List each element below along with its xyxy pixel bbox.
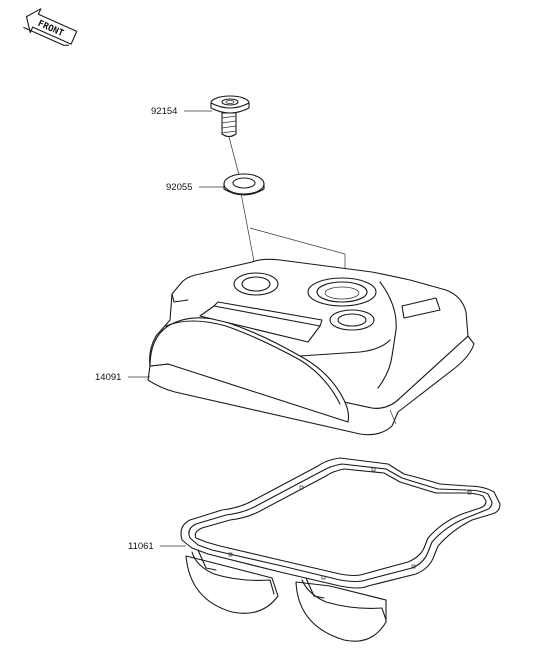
bolt-92154 <box>210 95 250 138</box>
label-11061: 11061 <box>128 541 186 552</box>
part-number-92154: 92154 <box>151 106 177 117</box>
label-14091: 14091 <box>95 372 150 383</box>
plug-hole-center <box>307 277 377 307</box>
cylinder-head-cover-14091 <box>147 258 475 436</box>
part-number-14091: 14091 <box>95 372 121 383</box>
plug-hole-right <box>329 309 375 331</box>
part-number-11061: 11061 <box>128 541 154 552</box>
washer-92055 <box>223 173 265 196</box>
front-arrow-icon: FRONT <box>23 8 78 46</box>
plug-hole-left <box>233 272 279 296</box>
gasket-11061 <box>180 457 501 642</box>
label-92055: 92055 <box>166 182 224 193</box>
label-92154: 92154 <box>151 106 212 117</box>
part-number-92055: 92055 <box>166 182 192 193</box>
